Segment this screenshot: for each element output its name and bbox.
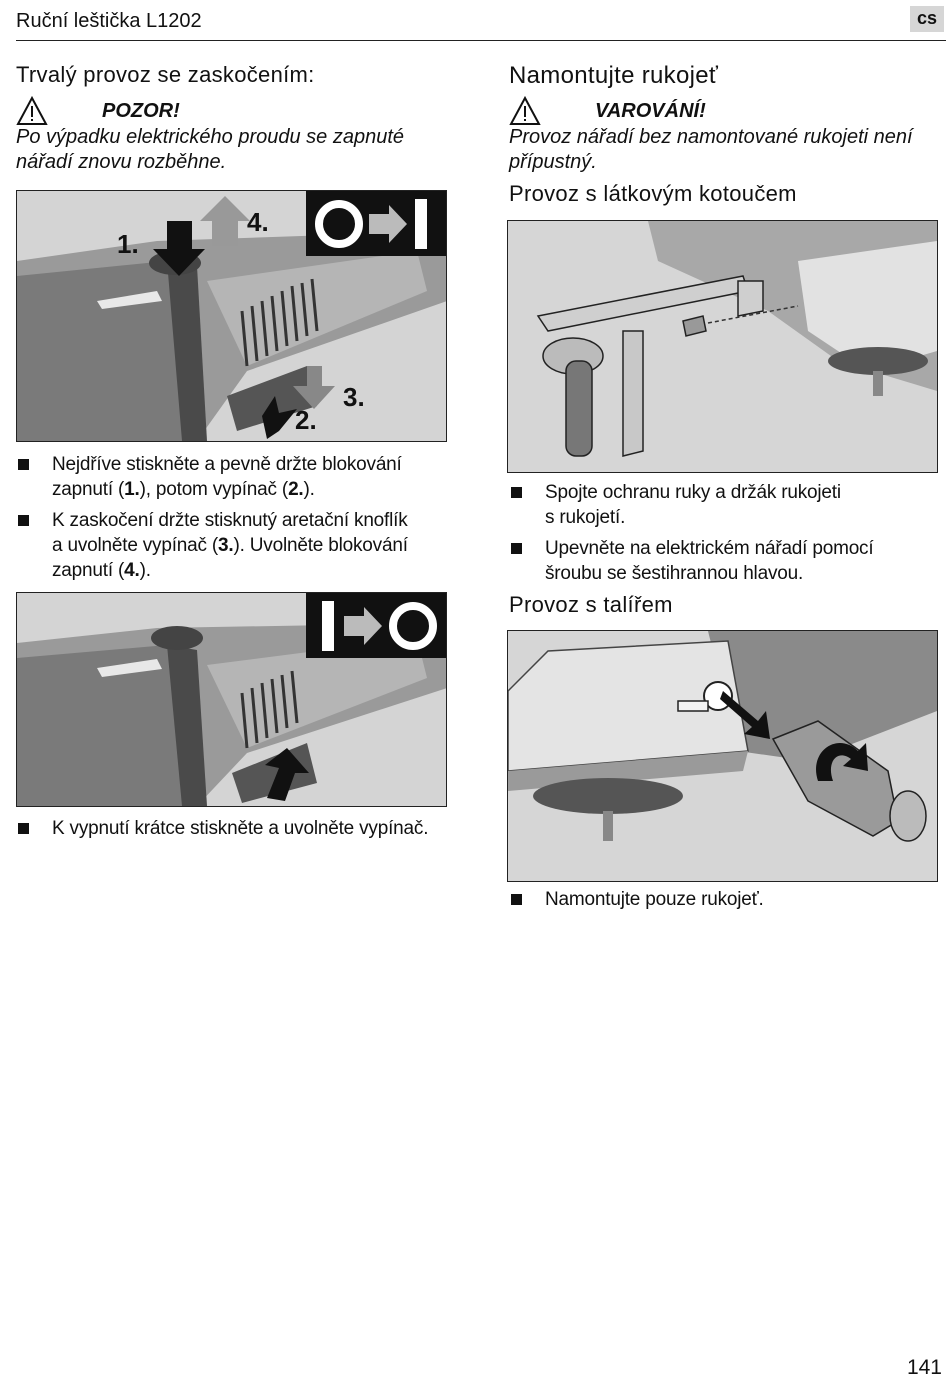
list-item: Nejdříve stiskněte a pevně držte bloková… [16,452,461,502]
warning-text: Provoz nářadí bez namontované rukojeti n… [509,125,949,175]
bullet-square-icon [18,515,29,526]
list-item: K vypnutí krátce stiskněte a uvolněte vy… [16,816,466,841]
warning-triangle-icon [509,96,541,125]
caution-label: POZOR! [102,100,180,122]
warning-label: VAROVÁNÍ! [595,100,706,122]
bullet-square-icon [511,487,522,498]
list-item: Upevněte na elektrickém nářadí pomocí šr… [509,536,949,586]
caution-text: Po výpadku elektrického proudu se zapnut… [16,125,456,175]
warning-text-line-1: Provoz nářadí bez namontované rukojeti n… [509,126,913,148]
figure-handle-mount [507,630,938,882]
fig1-label-1: 1. [117,229,139,259]
bullet-list-switch-on: Nejdříve stiskněte a pevně držte bloková… [16,452,461,589]
section-heading-continuous-operation: Trvalý provoz se zaskočením: [16,62,315,87]
warning-row: VAROVÁNÍ! [509,96,809,126]
warning-triangle-icon [16,96,48,125]
page-number: 141 [906,1356,942,1379]
bullet-list-backing-pad: Namontujte pouze rukojeť. [509,887,949,918]
language-badge: cs [910,6,944,32]
caution-text-line-2: nářadí znovu rozběhne. [16,151,227,173]
list-item: Spojte ochranu ruky a držák rukojeti s r… [509,480,949,530]
document-title: Ruční leštička L1202 [16,10,202,32]
header-divider [16,40,946,41]
caution-text-line-1: Po výpadku elektrického proudu se zapnut… [16,126,405,148]
list-item: K zaskočení držte stisknutý aretační kno… [16,508,461,583]
caution-row: POZOR! [16,96,316,126]
bullet-square-icon [511,543,522,554]
figure-switch-off [16,592,447,807]
fig1-label-2: 2. [295,405,317,435]
fig1-label-4: 4. [247,207,269,237]
bullet-list-fabric-disc: Spojte ochranu ruky a držák rukojeti s r… [509,480,949,592]
fig1-label-3: 3. [343,382,365,412]
bullet-list-switch-off: K vypnutí krátce stiskněte a uvolněte vy… [16,816,466,847]
bullet-square-icon [511,894,522,905]
subheading-backing-pad: Provoz s talířem [509,592,673,617]
figure-handle-guard-assembly [507,220,938,473]
subheading-fabric-disc: Provoz s látkovým kotoučem [509,181,797,206]
figure-switch-on-locked: 1. 4. 3. 2. [16,190,447,442]
bullet-square-icon [18,459,29,470]
bullet-square-icon [18,823,29,834]
warning-text-line-2: přípustný. [509,151,597,173]
list-item: Namontujte pouze rukojeť. [509,887,949,912]
section-heading-mount-handle: Namontujte rukojeť [509,62,719,89]
